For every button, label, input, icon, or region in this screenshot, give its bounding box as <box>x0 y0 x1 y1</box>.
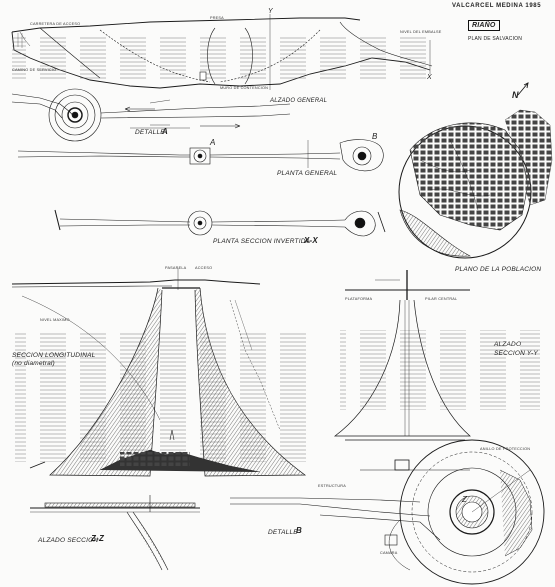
annotation-label: NIVEL DEL EMBALSE <box>400 30 442 34</box>
planta-seccion-title: PLANTA SECCION INVERTIDA <box>213 238 311 245</box>
annotation-label: ACCESO <box>195 266 213 270</box>
detalle-b-title: DETALLE <box>268 529 298 536</box>
annotation-label: CAMARA <box>380 551 398 555</box>
marker-y: Y <box>268 8 273 15</box>
detalle-b-drawing <box>230 439 545 585</box>
annotation-label: CAMINO DE SERVICIO <box>12 68 57 72</box>
marker-b: B <box>372 132 378 141</box>
project-subtitle: PLAN DE SALVACION <box>468 36 523 42</box>
plano-poblacion-title: PLANO DE LA POBLACION <box>455 266 542 273</box>
planta-seccion-drawing <box>54 209 386 237</box>
alzado-general-drawing <box>11 14 433 90</box>
detalle-b-mark: B <box>296 526 302 535</box>
alzado-general-title: ALZADO GENERAL <box>270 98 328 104</box>
annotation-label: PRESA <box>210 16 224 20</box>
annotation-label: PASARELA <box>165 266 187 270</box>
signature-header: VALCARCEL MEDINA 1985 <box>452 3 542 9</box>
annotation-label: CARRETERA DE ACCESO <box>30 22 81 26</box>
seccion-longitudinal-drawing <box>11 268 315 477</box>
seccion-zz-drawing <box>30 495 200 571</box>
detalle-a-mark: A <box>162 127 168 136</box>
marker-x: X <box>427 74 432 81</box>
plano-poblacion-drawing <box>398 82 553 259</box>
seccion-zz-mark: Z-Z <box>91 534 105 543</box>
seccion-longitudinal-title: SECCION LONGITUDINAL <box>12 352 96 359</box>
planta-seccion-mark: X-X <box>304 236 318 245</box>
seccion-yy-subtitle: SECCION Y-Y <box>494 350 538 357</box>
seccion-yy-title: ALZADO <box>494 341 522 348</box>
annotation-label: ESTRUCTURA <box>318 484 346 488</box>
detalle-a-drawing <box>11 88 291 142</box>
annotation-label: PILAR CENTRAL <box>425 297 458 301</box>
north-arrow: N <box>512 90 519 100</box>
seccion-zz-title: ALZADO SECCION <box>38 537 99 544</box>
annotation-label: MURO DE CONTENCION <box>220 86 269 90</box>
project-title: RIAÑO <box>468 20 500 31</box>
planta-general-title: PLANTA GENERAL <box>277 170 338 177</box>
planta-general-drawing <box>17 139 384 172</box>
seccion-longitudinal-subtitle: (no diametral) <box>12 360 55 367</box>
annotation-label: NIVEL MAXIMO <box>40 318 70 322</box>
annotation-label: PLATAFORMA <box>345 297 373 301</box>
detalle-a-title: DETALLE <box>135 129 165 136</box>
annotation-label: ANILLO DE PROTECCION <box>480 447 531 451</box>
marker-a: A <box>210 138 216 147</box>
seccion-yy-drawing <box>333 270 540 471</box>
marker-z: Z <box>462 495 468 504</box>
